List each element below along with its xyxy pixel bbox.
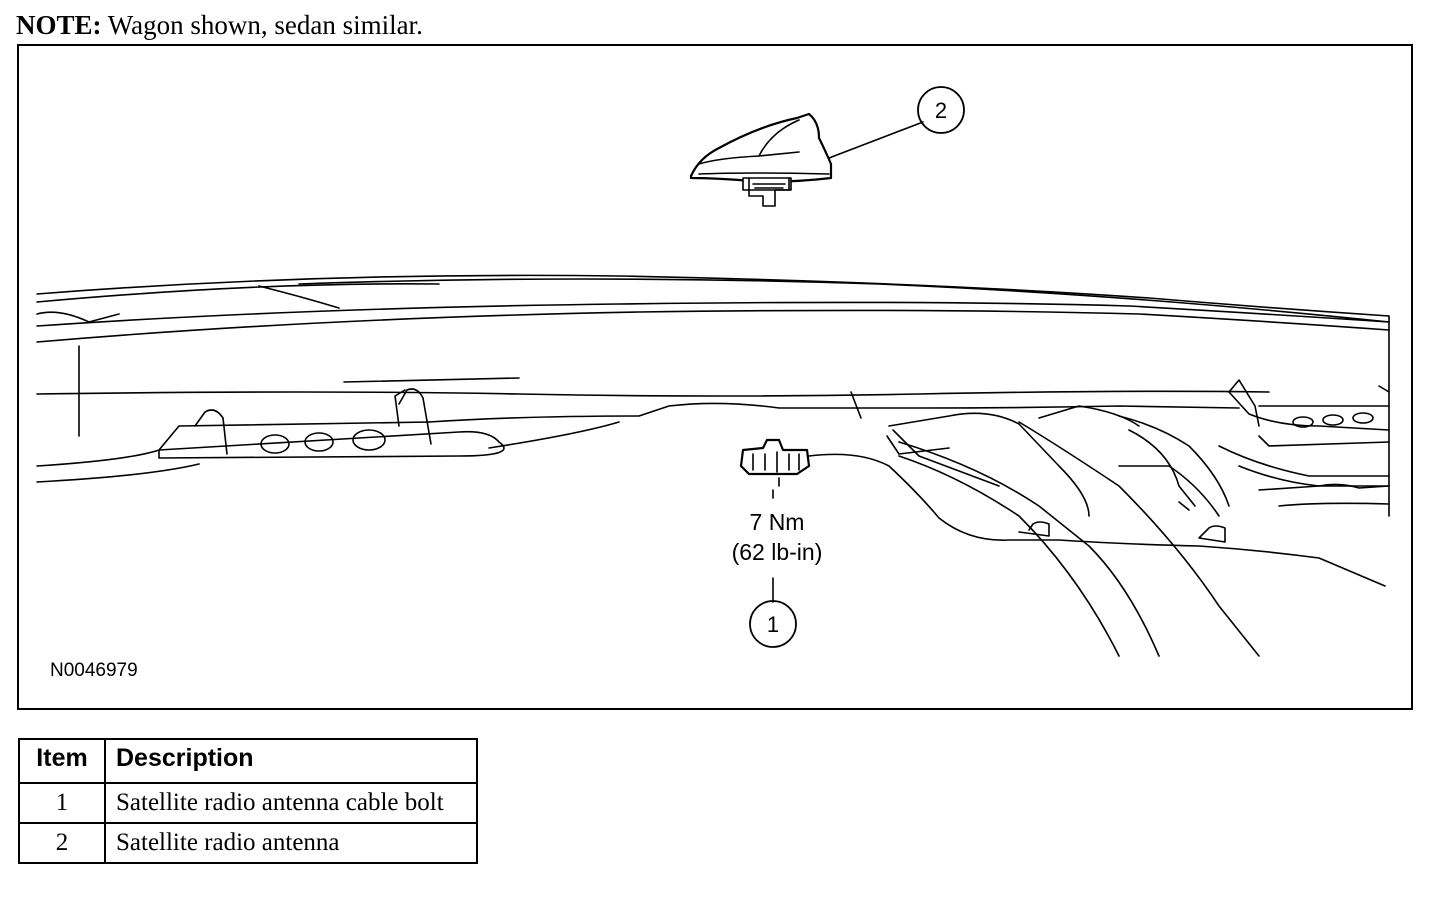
torque-metric: 7 Nm (749, 509, 805, 535)
roof-rail (886, 379, 1390, 657)
note-text: Wagon shown, sedan similar. (101, 10, 423, 40)
legend-item-number: 2 (18, 822, 106, 864)
line-drawing: 2 1 (36, 86, 1390, 657)
legend-header-description: Description (104, 738, 478, 784)
callout-1-number: 1 (767, 612, 779, 637)
cable-bolt (739, 438, 811, 487)
callout-1: 1 (749, 577, 797, 648)
table-row: 2 Satellite radio antenna (18, 822, 478, 864)
note: NOTE: Wagon shown, sedan similar. (16, 8, 423, 42)
legend-header-row: Item Description (18, 738, 478, 784)
legend-header-item: Item (18, 738, 106, 784)
legend-item-description: Satellite radio antenna (104, 822, 478, 864)
legend-item-description: Satellite radio antenna cable bolt (104, 782, 478, 824)
antenna-cable (808, 453, 1386, 587)
legend-item-number: 1 (18, 782, 106, 824)
callout-2-number: 2 (935, 98, 947, 123)
roof-panel (36, 274, 1390, 517)
callout-2: 2 (828, 86, 965, 159)
antenna (689, 112, 833, 207)
note-label: NOTE: (16, 10, 102, 40)
table-row: 1 Satellite radio antenna cable bolt (18, 782, 478, 824)
torque-spec: 7 Nm (62 lb-in) (692, 507, 862, 567)
legend-table: Item Description 1 Satellite radio anten… (18, 738, 478, 864)
roof-bracket (158, 388, 505, 459)
figure-id: N0046979 (50, 660, 138, 681)
torque-imperial: (62 lb-in) (731, 539, 823, 565)
figure: 2 1 7 Nm (62 lb-in) N0046979 (17, 44, 1413, 710)
